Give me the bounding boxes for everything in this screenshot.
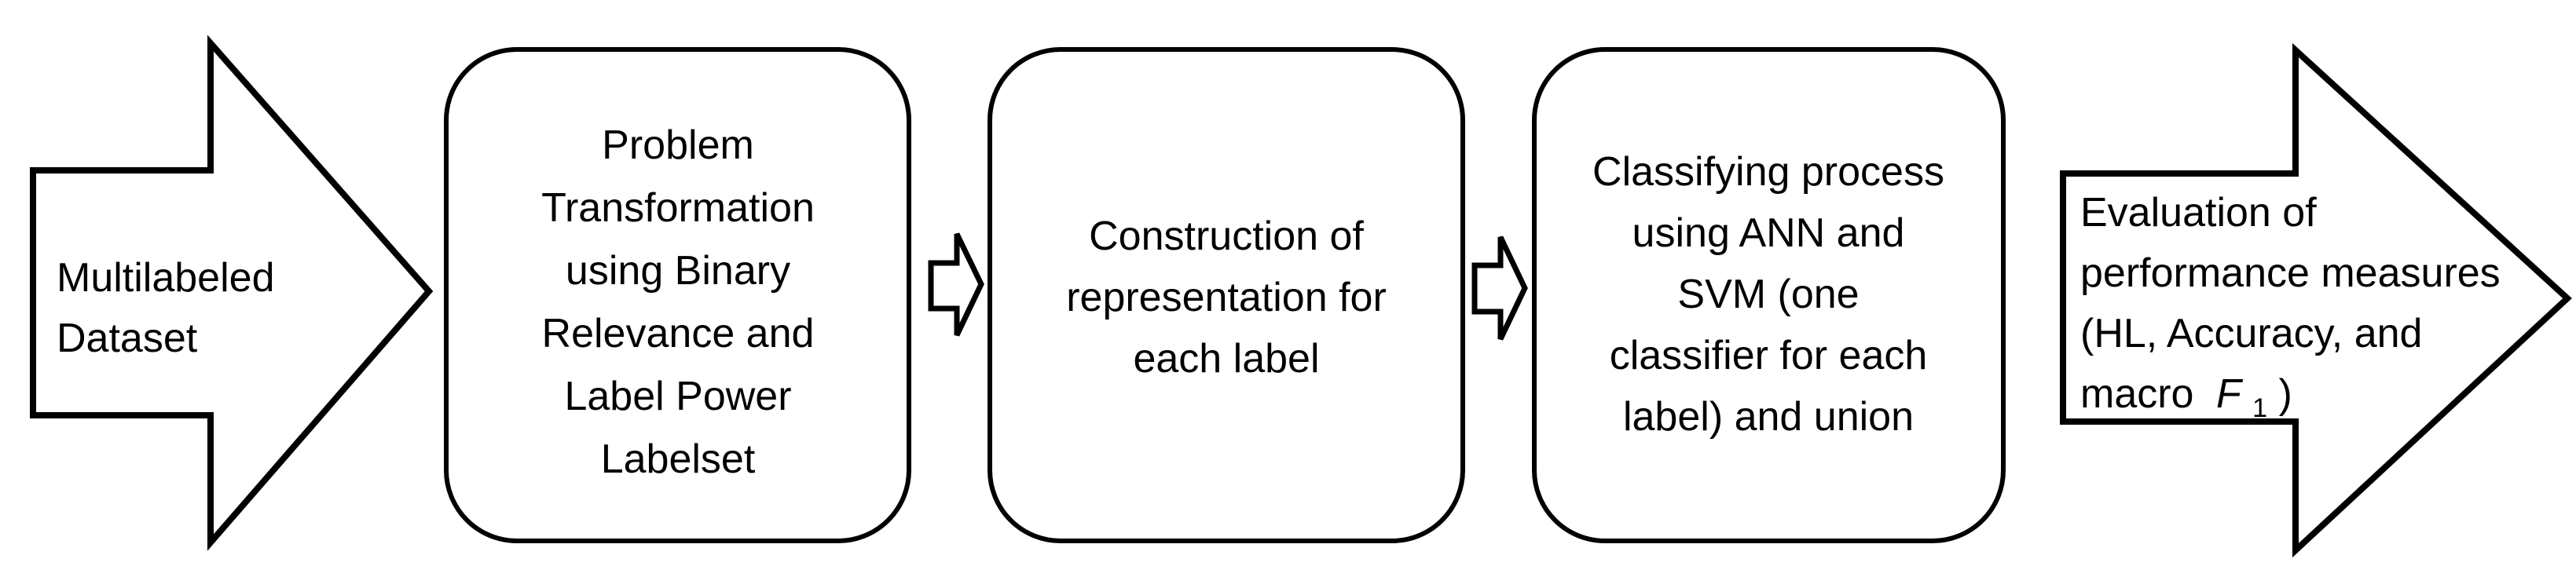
box1-label-line: Relevance and bbox=[542, 311, 815, 356]
step-box-problem-transformation bbox=[444, 47, 911, 543]
output-arrow-label-line: Evaluation of bbox=[2080, 190, 2317, 236]
input-arrow-label-line: Multilabeled bbox=[57, 255, 275, 301]
output-arrow-label-line: (HL, Accuracy, and bbox=[2080, 311, 2422, 356]
box3-label-line: Classifying process bbox=[1592, 149, 1944, 195]
connector-arrow-right-icon bbox=[928, 232, 984, 337]
formula-f-subscript: 1 bbox=[2252, 393, 2267, 423]
formula-suffix: ) bbox=[2279, 371, 2292, 417]
box1-label-line: using Binary bbox=[566, 248, 790, 294]
step-box-classifying-process bbox=[1532, 47, 2006, 543]
formula-prefix: macro bbox=[2080, 371, 2193, 417]
connector-arrow-right-icon bbox=[1471, 236, 1528, 341]
output-arrow-shape bbox=[2060, 42, 2572, 558]
box1-label-line: Label Power bbox=[564, 374, 791, 419]
box1-label-line: Transformation bbox=[541, 185, 815, 231]
diagram-labels: Multilabeled Dataset Problem Transformat… bbox=[57, 122, 2501, 482]
box3-label-line: label) and union bbox=[1623, 394, 1914, 440]
input-arrow-label-line: Dataset bbox=[57, 316, 198, 361]
formula-f-symbol: F bbox=[2216, 371, 2244, 417]
box3-label-line: SVM (one bbox=[1677, 272, 1859, 317]
box1-label-line: Problem bbox=[602, 122, 754, 168]
box2-label-line: each label bbox=[1133, 336, 1319, 382]
output-arrow-formula-line: macro F 1 ) bbox=[2080, 371, 2292, 426]
box1-label-line: Labelset bbox=[601, 436, 756, 482]
box2-label-line: representation for bbox=[1066, 275, 1387, 320]
step-box-representation-construction bbox=[988, 47, 1465, 543]
input-arrow-shape bbox=[30, 35, 434, 551]
box3-label-line: classifier for each bbox=[1610, 333, 1928, 378]
output-arrow-label-line: performance measures bbox=[2080, 250, 2501, 296]
box2-label-line: Construction of bbox=[1089, 214, 1364, 259]
box3-label-line: using ANN and bbox=[1632, 210, 1905, 256]
